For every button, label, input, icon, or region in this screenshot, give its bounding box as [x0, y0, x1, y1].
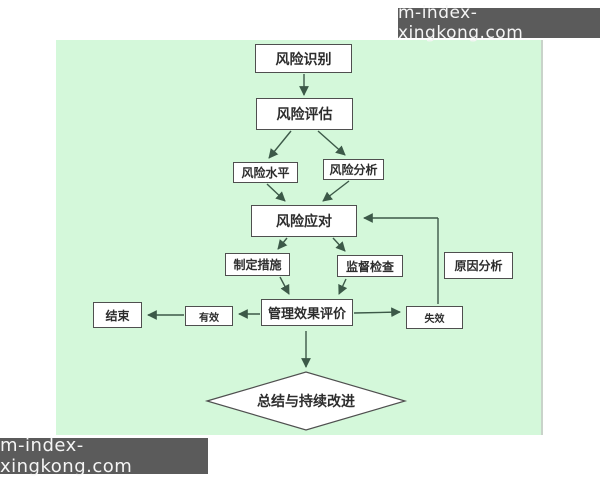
- node-ineffective: 失效: [406, 306, 463, 329]
- node-end: 结束: [93, 302, 142, 328]
- node-risk-assessment: 风险评估: [256, 98, 353, 130]
- node-risk-analysis: 风险分析: [323, 159, 384, 180]
- watermark-banner-bottom: m-index-xingkong.com: [0, 435, 208, 477]
- node-formulate-measures: 制定措施: [225, 253, 290, 276]
- node-risk-response: 风险应对: [251, 205, 357, 237]
- node-management-effect-evaluation: 管理效果评价: [261, 299, 353, 326]
- watermark-text-bottom: m-index-xingkong.com: [0, 435, 133, 477]
- node-supervise-inspect: 监督检查: [337, 255, 403, 277]
- watermark-text-top: m-index-xingkong.com: [398, 3, 524, 43]
- node-risk-identification: 风险识别: [255, 44, 352, 73]
- watermark-banner-top: m-index-xingkong.com: [398, 3, 600, 43]
- node-summary-continuous-improvement: 总结与持续改进: [257, 394, 355, 410]
- node-cause-analysis: 原因分析: [444, 252, 513, 279]
- node-effective: 有效: [185, 306, 233, 326]
- node-risk-level: 风险水平: [233, 162, 298, 183]
